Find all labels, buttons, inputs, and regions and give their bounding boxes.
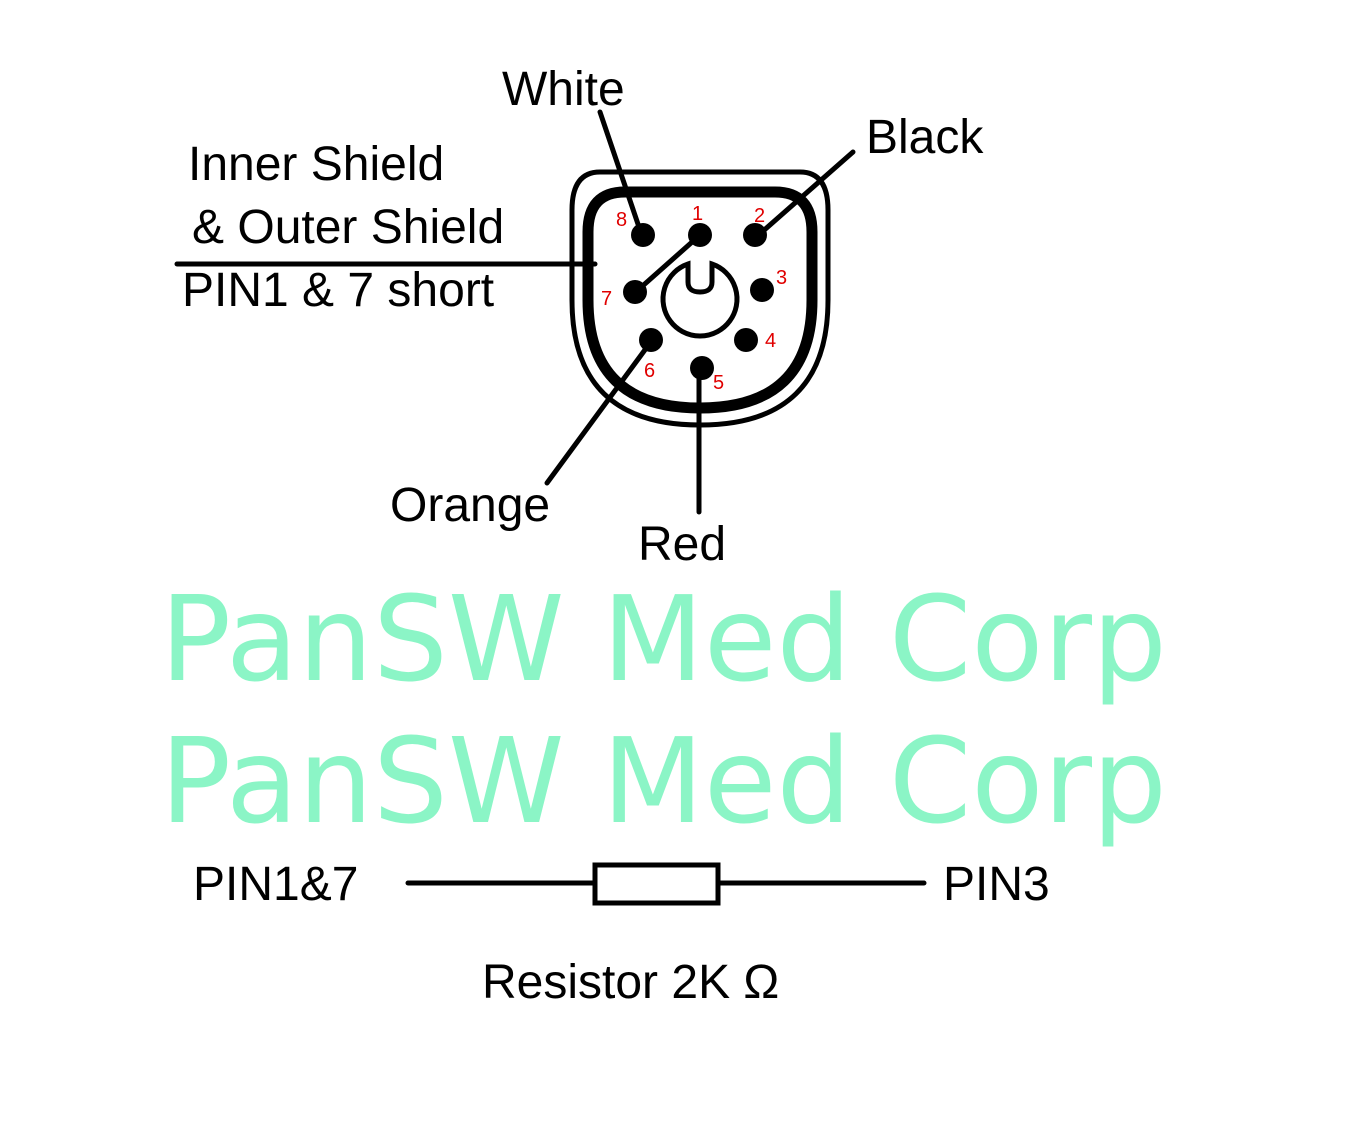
label-white: White	[502, 63, 625, 116]
white-lead-line	[597, 109, 643, 233]
watermark-top: PanSW Med Corp	[160, 570, 1167, 708]
label-orange: Orange	[390, 479, 550, 532]
resistor-right-label: PIN3	[943, 858, 1050, 911]
pin-number-6: 6	[644, 360, 655, 382]
watermark-bottom: PanSW Med Corp	[160, 712, 1167, 850]
black-lead-line	[759, 149, 856, 235]
label-red: Red	[638, 518, 726, 571]
pin-6	[639, 328, 663, 352]
orange-lead-line	[544, 340, 653, 486]
pins	[623, 223, 774, 380]
pin-2	[743, 223, 767, 247]
keyway	[660, 260, 740, 339]
resistor-symbol	[592, 862, 721, 906]
pin-number-1: 1	[692, 203, 703, 225]
label-black: Black	[866, 111, 984, 164]
pin-3	[750, 278, 774, 302]
pin-number-4: 4	[765, 330, 776, 352]
pin-4	[734, 328, 758, 352]
resistor-caption: Resistor 2K Ω	[482, 956, 779, 1009]
pin-number-7: 7	[601, 288, 612, 310]
resistor-left-label: PIN1&7	[193, 858, 358, 911]
pin-5	[690, 356, 714, 380]
pin-number-8: 8	[616, 209, 627, 231]
pin1-pin7-short-line	[635, 232, 703, 293]
label-outer-shield: & Outer Shield	[192, 201, 504, 254]
pin-number-2: 2	[754, 205, 765, 227]
label-pin-short: PIN1 & 7 short	[182, 264, 494, 317]
pin-number-5: 5	[713, 372, 724, 394]
pin-number-3: 3	[776, 267, 787, 289]
pin-8	[631, 223, 655, 247]
label-inner-shield: Inner Shield	[188, 138, 444, 191]
